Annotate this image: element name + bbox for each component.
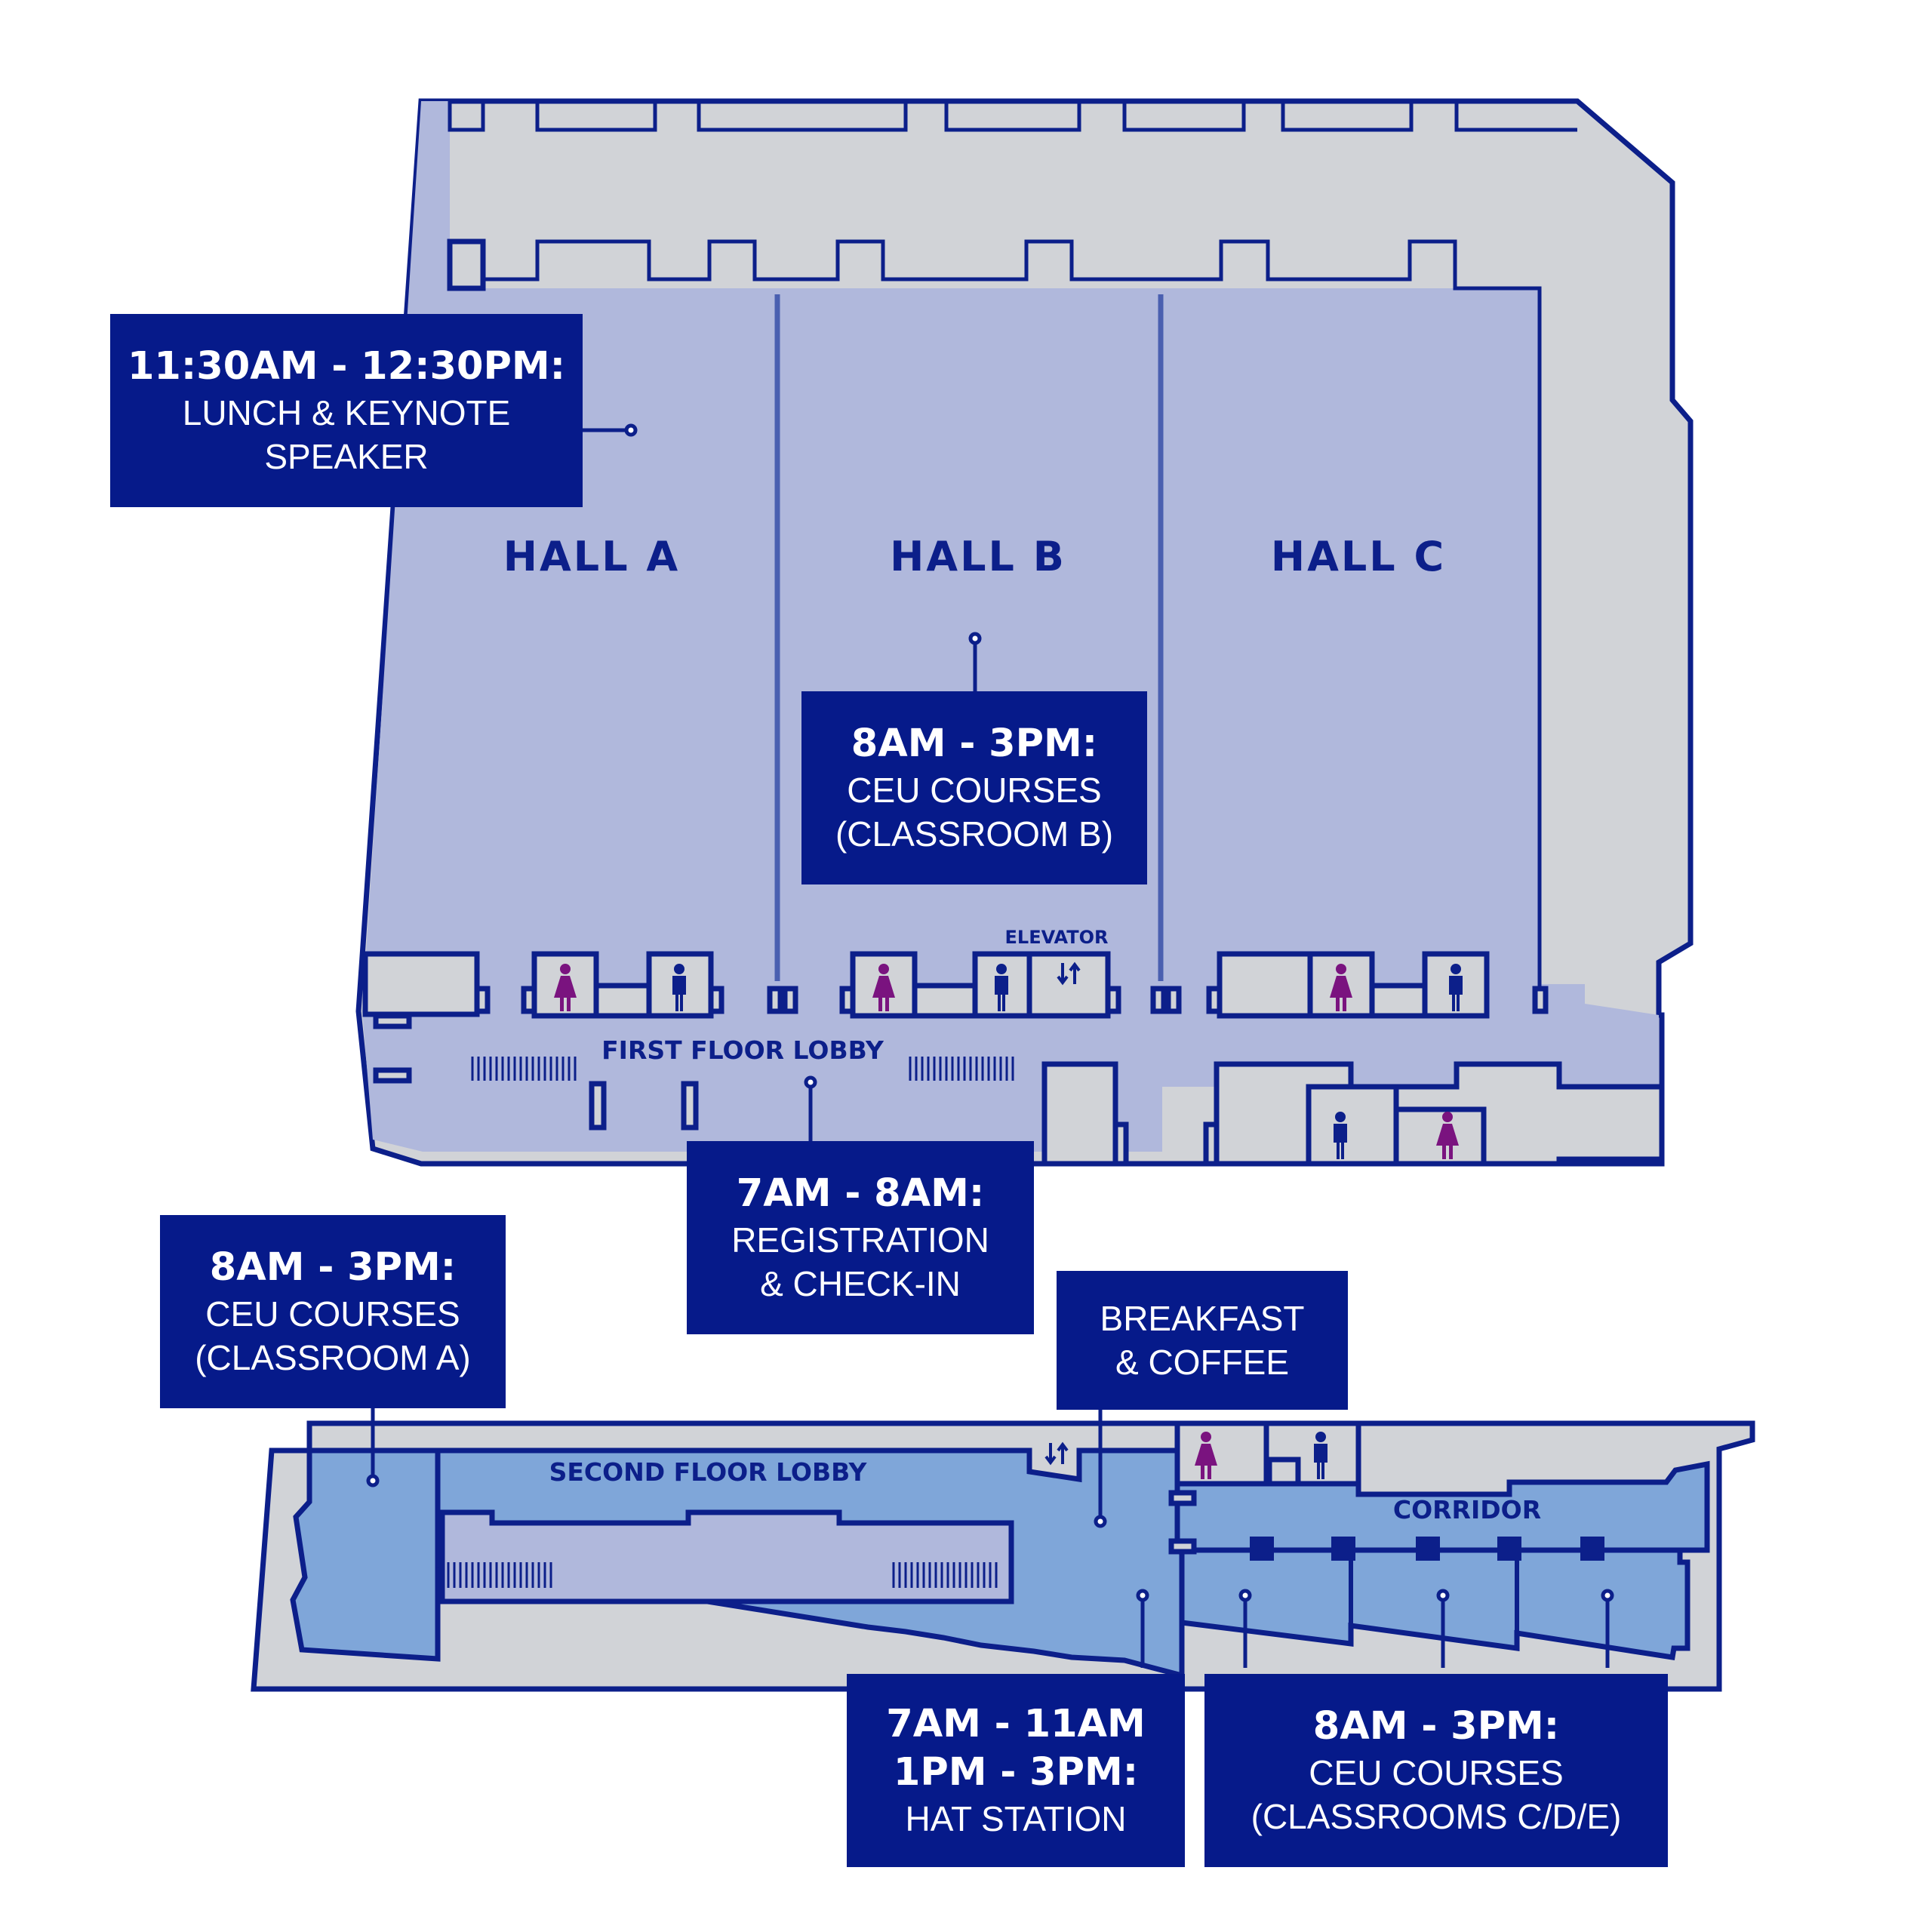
callout-time: 7AM - 8AM:	[736, 1171, 985, 1216]
classroom-a-pin	[366, 1474, 380, 1487]
classroom-a-area	[290, 1447, 441, 1662]
service-block-west	[362, 951, 480, 1017]
callout-time: 7AM - 11AM	[886, 1702, 1146, 1746]
callout-description: CEU COURSES	[847, 771, 1102, 810]
callout-description: CEU COURSES	[205, 1294, 460, 1334]
hall-north-wall	[448, 239, 1542, 1011]
callout-time: 8AM - 3PM:	[851, 721, 1098, 766]
registration-pin	[804, 1075, 817, 1089]
classroom-c-pin	[1238, 1589, 1252, 1602]
classroom-e-pin	[1601, 1589, 1614, 1602]
second-floor-lobby-label: SECOND FLOOR LOBBY	[549, 1457, 868, 1487]
elevator-block	[1026, 951, 1111, 1019]
callout-description: (CLASSROOM B)	[835, 814, 1114, 854]
corridor-pillars	[1250, 1537, 1604, 1561]
callout-description: HAT STATION	[905, 1799, 1127, 1838]
callout-time: 1PM - 3PM:	[893, 1750, 1139, 1795]
restroom-block-2f-women	[1174, 1420, 1269, 1487]
classroom-b-pin	[968, 632, 982, 645]
service-block-south-mid	[1041, 1061, 1118, 1167]
hall-b-label: HALL B	[890, 533, 1066, 580]
first-floor-lobby-label: FIRST FLOOR LOBBY	[601, 1035, 884, 1065]
callout-description: & COFFEE	[1115, 1343, 1290, 1382]
classrooms-cde-callout: 8AM - 3PM: CEU COURSES (CLASSROOMS C/D/E…	[1204, 1674, 1668, 1867]
callout-description: SPEAKER	[264, 437, 429, 476]
stairs-second-floor-east	[892, 1562, 998, 1588]
hall-area	[362, 101, 1659, 1152]
elevator-label: ELEVATOR	[1005, 927, 1109, 948]
restroom-block-2f-men	[1263, 1420, 1361, 1487]
restroom-block-c0	[1217, 951, 1313, 1019]
callout-description: LUNCH & KEYNOTE	[182, 393, 511, 432]
second-floor-inner-void	[439, 1509, 1014, 1604]
hall-c-label: HALL C	[1271, 533, 1446, 580]
stairs-first-floor-west	[471, 1057, 577, 1081]
corridor-label: CORRIDOR	[1393, 1495, 1541, 1524]
callout-description: CEU COURSES	[1309, 1753, 1564, 1792]
callout-time: 8AM - 3PM:	[209, 1245, 457, 1290]
hat-station-callout: 7AM - 11AM 1PM - 3PM: HAT STATION	[847, 1674, 1185, 1867]
registration-callout: 7AM - 8AM: REGISTRATION & CHECK-IN	[687, 1141, 1034, 1334]
first-floor: HALL A HALL B HALL C FIRST FLOOR LOBBY E…	[355, 98, 1694, 1167]
breakfast-callout: BREAKFAST & COFFEE	[1057, 1271, 1348, 1410]
stairs-second-floor-west	[447, 1562, 552, 1588]
callout-description: REGISTRATION	[731, 1220, 989, 1260]
hat-station-pin	[1136, 1589, 1149, 1602]
callout-time: 8AM - 3PM:	[1312, 1704, 1560, 1749]
lunch-pin	[624, 423, 638, 437]
callout-time: 11:30AM - 12:30PM:	[127, 344, 566, 389]
classroom-b-callout: 8AM - 3PM: CEU COURSES (CLASSROOM B)	[801, 691, 1147, 884]
hall-a-label: HALL A	[503, 533, 680, 580]
restroom-block-b1b	[912, 983, 978, 1019]
stairs-first-floor-east	[909, 1057, 1014, 1081]
callout-description: (CLASSROOMS C/D/E)	[1251, 1797, 1622, 1836]
second-floor: SECOND FLOOR LOBBY CORRIDOR	[251, 1401, 1755, 1692]
north-wall-upper	[448, 99, 1577, 132]
callout-description: & CHECK-IN	[760, 1264, 961, 1303]
callout-description: BREAKFAST	[1100, 1299, 1305, 1338]
classroom-d-pin	[1436, 1589, 1450, 1602]
callout-description: (CLASSROOM A)	[195, 1338, 471, 1377]
restroom-block-a1b	[593, 983, 652, 1019]
lunch-keynote-callout: 11:30AM - 12:30PM: LUNCH & KEYNOTE SPEAK…	[110, 314, 583, 507]
restroom-block-south-1	[1306, 1084, 1399, 1167]
restroom-block-c1b	[1369, 983, 1428, 1019]
classroom-a-callout: 8AM - 3PM: CEU COURSES (CLASSROOM A)	[160, 1215, 506, 1408]
breakfast-pin	[1094, 1515, 1107, 1528]
